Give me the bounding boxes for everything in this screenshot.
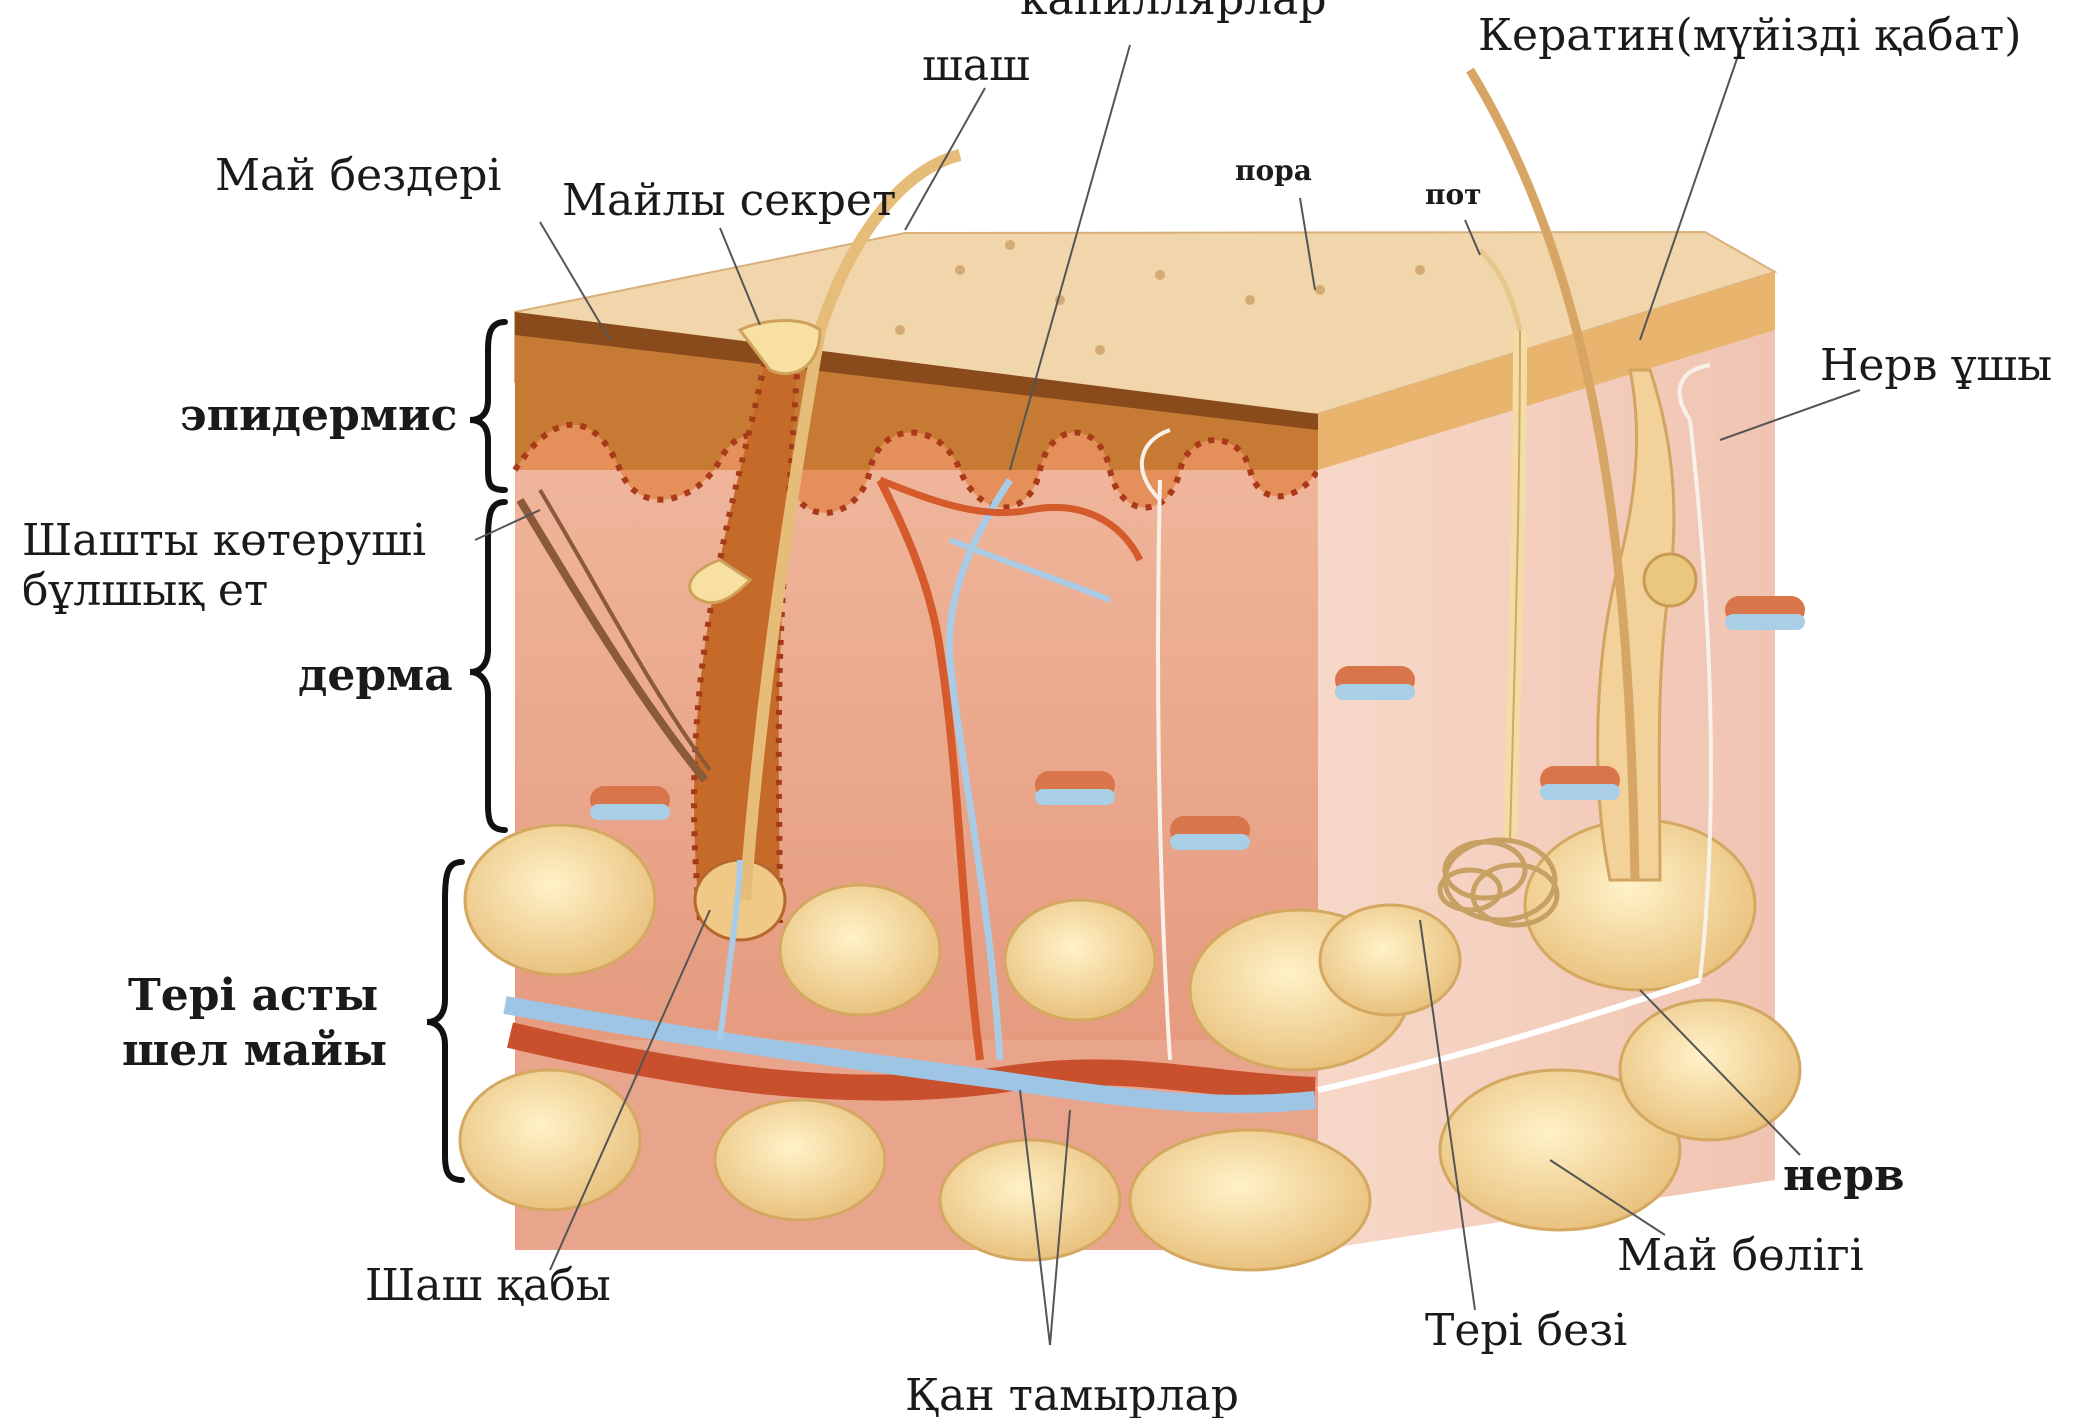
label-sebum: Майлы секрет — [562, 175, 896, 226]
label-arrector-line1: Шашты көтеруші — [22, 515, 426, 566]
fat-lobule — [940, 1140, 1120, 1260]
label-arrector-line2: бұлшық ет — [22, 565, 268, 616]
label-skin-gland: Тері безі — [1425, 1305, 1627, 1356]
label-nerve-endings: Нерв ұшы — [1820, 340, 2052, 391]
label-dermis: дерма — [298, 650, 453, 701]
label-epidermis: эпидермис — [180, 390, 457, 441]
epidermis-brace — [470, 322, 505, 490]
label-hypodermis-line1: Тері асты — [128, 970, 378, 1021]
fat-lobule — [465, 825, 655, 975]
fat-lobule — [780, 885, 940, 1015]
fat-lobule — [460, 1070, 640, 1210]
label-pore: пора — [1235, 154, 1312, 187]
label-sebaceous-glands: Май бездері — [215, 150, 502, 201]
label-keratin: Кератин(мүйізді қабат) — [1478, 10, 2021, 61]
fat-lobule — [715, 1100, 885, 1220]
label-hair-follicle: Шаш қабы — [365, 1260, 611, 1311]
fat-lobule — [1005, 900, 1155, 1020]
label-blood-vessels: Қан тамырлар — [905, 1370, 1239, 1418]
sebaceous-gland-right — [1644, 554, 1696, 606]
label-sweat: пот — [1425, 178, 1482, 211]
fat-lobule — [1320, 905, 1460, 1015]
dermis-brace — [470, 502, 505, 830]
label-capillaries: капиллярлар — [1020, 0, 1327, 25]
label-hair: шаш — [922, 40, 1030, 91]
label-fat-lobule: Май бөлігі — [1617, 1230, 1864, 1281]
fat-lobule — [1620, 1000, 1800, 1140]
label-hypodermis-line2: шел майы — [122, 1025, 387, 1076]
fat-lobule — [1130, 1130, 1370, 1270]
label-nerve: нерв — [1783, 1150, 1905, 1201]
hypodermis-brace — [427, 862, 462, 1180]
